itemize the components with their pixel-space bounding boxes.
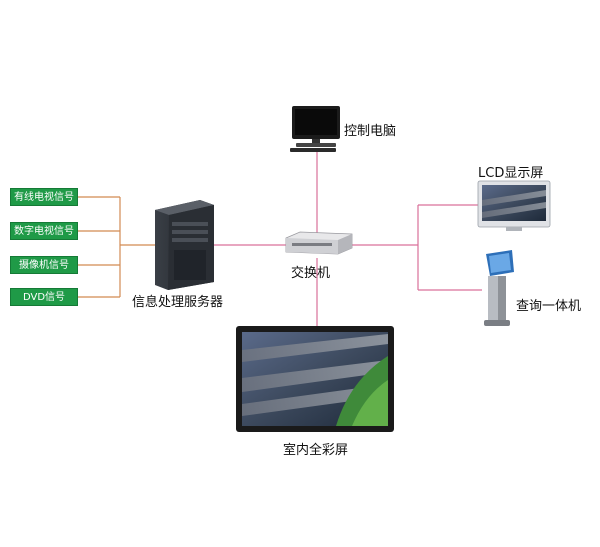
led-wall-label: 室内全彩屏 (283, 443, 349, 458)
switch-label: 交换机 (291, 266, 331, 281)
server-label: 信息处理服务器 (132, 295, 224, 310)
signal-source-dvd: DVD信号 (10, 288, 78, 306)
lcd-monitor-icon (477, 180, 551, 231)
desktop-computer-icon (290, 106, 340, 152)
network-links (214, 148, 482, 330)
server-tower-icon (155, 200, 214, 290)
control-pc-label: 控制电脑 (344, 124, 397, 139)
large-display-icon (236, 326, 394, 432)
lcd-label: LCD显示屏 (478, 166, 544, 181)
source-links (78, 196, 155, 298)
kiosk-terminal-icon (484, 250, 514, 326)
network-switch-icon (285, 231, 353, 255)
signal-source-digital-tv: 数字电视信号 (10, 222, 78, 240)
signal-source-cable-tv: 有线电视信号 (10, 188, 78, 206)
kiosk-label: 查询一体机 (516, 299, 582, 314)
signal-source-camera: 摄像机信号 (10, 256, 78, 274)
